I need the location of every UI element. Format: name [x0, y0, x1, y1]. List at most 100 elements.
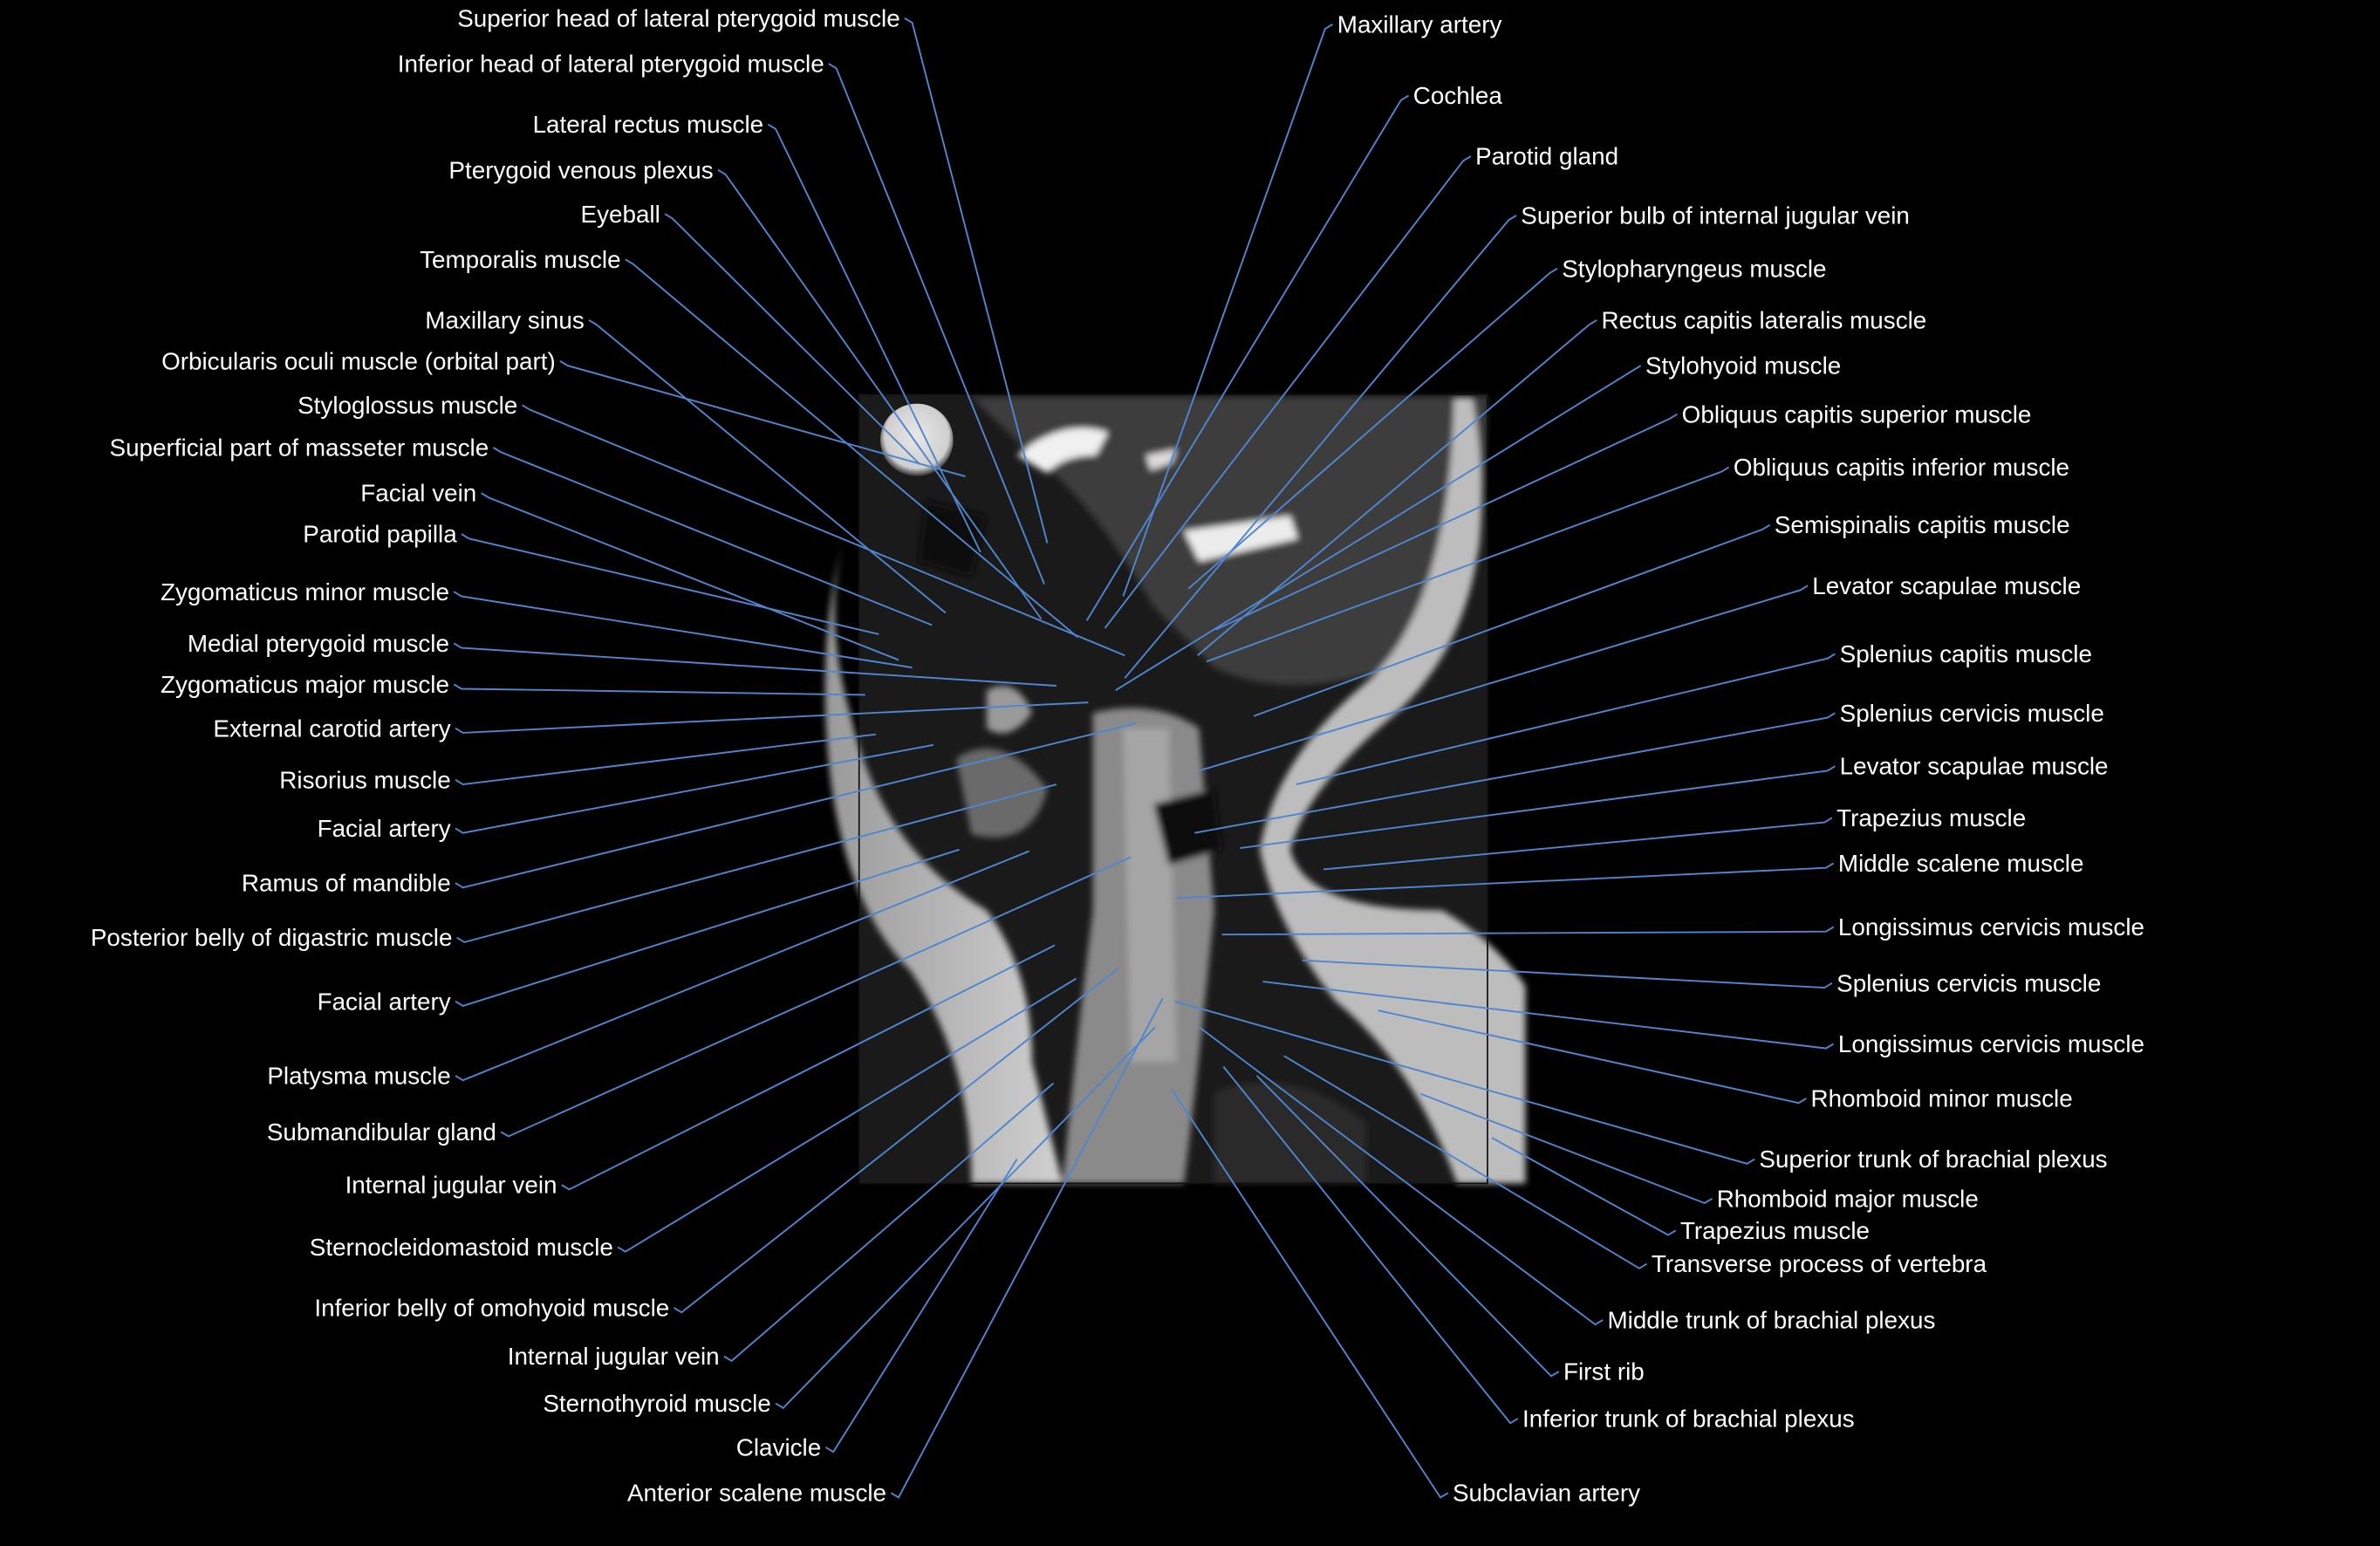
left-labels: Superior head of lateral pterygoid muscl…: [91, 4, 900, 1506]
label-first-rib: First rib: [1563, 1358, 1645, 1385]
label-trapezius-muscle: Trapezius muscle: [1836, 804, 2026, 831]
leader-line-cochlea: [1085, 94, 1410, 621]
leader-line-pterygoid-venous-plexus: [717, 168, 1043, 620]
leader-line-obliquus-capitis-superior-muscle: [1215, 413, 1678, 631]
label-internal-jugular-vein: Internal jugular vein: [508, 1343, 720, 1370]
leader-line-rectus-capitis-lateralis-muscle: [1197, 319, 1597, 656]
label-orbicularis-oculi-muscle-orbital-part: Orbicularis oculi muscle (orbital part): [161, 347, 556, 374]
label-superior-trunk-of-brachial-plexus: Superior trunk of brachial plexus: [1759, 1146, 2107, 1173]
label-middle-trunk-of-brachial-plexus: Middle trunk of brachial plexus: [1607, 1306, 1935, 1333]
leader-line-subclavian-artery: [1171, 1089, 1449, 1499]
label-zygomaticus-major-muscle: Zygomaticus major muscle: [161, 671, 449, 698]
label-external-carotid-artery: External carotid artery: [213, 715, 450, 742]
leader-line-facial-vein: [481, 492, 899, 661]
leader-line-levator-scapulae-muscle: [1199, 585, 1809, 772]
label-temporalis-muscle: Temporalis muscle: [420, 246, 620, 273]
label-levator-scapulae-muscle: Levator scapulae muscle: [1812, 572, 2081, 599]
leader-line-longissimus-cervicis-muscle: [1221, 926, 1835, 936]
leader-line-inferior-belly-of-omohyoid-muscle: [673, 967, 1119, 1314]
label-semispinalis-capitis-muscle: Semispinalis capitis muscle: [1775, 511, 2070, 538]
label-rhomboid-minor-muscle: Rhomboid minor muscle: [1811, 1085, 2073, 1112]
label-parotid-gland: Parotid gland: [1475, 143, 1618, 170]
leader-line-superficial-part-of-masseter-muscle: [492, 447, 933, 626]
label-eyeball: Eyeball: [581, 201, 660, 228]
label-splenius-capitis-muscle: Splenius capitis muscle: [1840, 640, 2092, 667]
leader-line-facial-artery: [455, 848, 960, 1007]
label-inferior-head-of-lateral-pterygoid-muscle: Inferior head of lateral pterygoid muscl…: [398, 51, 824, 78]
label-obliquus-capitis-superior-muscle: Obliquus capitis superior muscle: [1682, 400, 2032, 428]
leader-line-inferior-trunk-of-brachial-plexus: [1222, 1065, 1519, 1425]
right-leader-lines: [1085, 24, 1836, 1499]
label-longissimus-cervicis-muscle: Longissimus cervicis muscle: [1838, 913, 2144, 941]
leader-line-zygomaticus-minor-muscle: [453, 591, 913, 669]
leader-line-anterior-scalene-muscle: [890, 997, 1164, 1499]
label-facial-artery: Facial artery: [318, 988, 451, 1015]
leader-line-trapezius-muscle: [1323, 817, 1833, 871]
label-facial-vein: Facial vein: [360, 480, 476, 507]
leader-line-splenius-capitis-muscle: [1296, 653, 1836, 785]
leader-line-parotid-gland: [1104, 155, 1472, 629]
leader-line-superior-bulb-of-internal-jugular-vein: [1124, 215, 1517, 679]
label-maxillary-artery: Maxillary artery: [1337, 10, 1502, 38]
label-obliquus-capitis-inferior-muscle: Obliquus capitis inferior muscle: [1734, 454, 2069, 481]
label-superior-head-of-lateral-pterygoid-muscle: Superior head of lateral pterygoid muscl…: [457, 4, 899, 31]
leader-line-risorius-muscle: [455, 733, 876, 786]
label-submandibular-gland: Submandibular gland: [267, 1118, 496, 1146]
leader-line-sternocleidomastoid-muscle: [617, 977, 1077, 1253]
label-subclavian-artery: Subclavian artery: [1453, 1480, 1640, 1507]
label-facial-artery: Facial artery: [318, 815, 451, 842]
leader-line-internal-jugular-vein: [723, 1082, 1055, 1363]
label-inferior-trunk-of-brachial-plexus: Inferior trunk of brachial plexus: [1522, 1405, 1855, 1432]
leader-line-facial-artery: [455, 743, 934, 834]
leader-line-transverse-process-of-vertebra: [1283, 1055, 1648, 1269]
eyeball-shape: [880, 403, 954, 477]
leader-line-inferior-head-of-lateral-pterygoid-muscle: [828, 63, 1045, 585]
leader-line-orbicularis-oculi-muscle-orbital-part: [559, 360, 966, 477]
leader-line-splenius-cervicis-muscle: [1302, 959, 1833, 989]
leader-line-stylopharyngeus-muscle: [1187, 267, 1558, 590]
label-inferior-belly-of-omohyoid-muscle: Inferior belly of omohyoid muscle: [314, 1295, 669, 1322]
label-middle-scalene-muscle: Middle scalene muscle: [1838, 850, 2084, 877]
leader-line-levator-scapulae-muscle: [1240, 765, 1836, 850]
label-internal-jugular-vein: Internal jugular vein: [345, 1172, 557, 1199]
leader-line-clavicle: [824, 1159, 1018, 1454]
leader-line-lateral-rectus-muscle: [767, 123, 981, 553]
label-stylohyoid-muscle: Stylohyoid muscle: [1645, 352, 1841, 380]
label-posterior-belly-of-digastric-muscle: Posterior belly of digastric muscle: [91, 924, 453, 951]
leader-line-styloglossus-muscle: [521, 404, 1125, 657]
leader-line-zygomaticus-major-muscle: [453, 683, 865, 696]
leader-line-stylohyoid-muscle: [1115, 365, 1642, 692]
label-styloglossus-muscle: Styloglossus muscle: [298, 392, 517, 419]
label-ramus-of-mandible: Ramus of mandible: [242, 870, 451, 897]
label-risorius-muscle: Risorius muscle: [279, 766, 450, 793]
label-medial-pterygoid-muscle: Medial pterygoid muscle: [188, 630, 449, 657]
leader-line-submandibular-gland: [500, 856, 1132, 1138]
label-rectus-capitis-lateralis-muscle: Rectus capitis lateralis muscle: [1601, 306, 1926, 333]
leader-line-maxillary-artery: [1122, 24, 1334, 597]
leader-line-rhomboid-minor-muscle: [1378, 1009, 1807, 1105]
leader-line-longissimus-cervicis-muscle: [1262, 981, 1835, 1050]
leader-line-platysma-muscle: [455, 850, 1029, 1082]
label-lateral-rectus-muscle: Lateral rectus muscle: [533, 111, 764, 138]
label-splenius-cervicis-muscle: Splenius cervicis muscle: [1840, 700, 2104, 727]
leader-line-eyeball: [664, 213, 920, 465]
label-maxillary-sinus: Maxillary sinus: [425, 306, 585, 333]
left-leader-lines: [453, 17, 1164, 1499]
leader-line-internal-jugular-vein: [561, 944, 1056, 1191]
label-pterygoid-venous-plexus: Pterygoid venous plexus: [448, 156, 713, 183]
leader-line-ramus-of-mandible: [455, 722, 1136, 889]
leader-line-first-rib: [1255, 1075, 1560, 1378]
label-transverse-process-of-vertebra: Transverse process of vertebra: [1652, 1250, 1987, 1277]
label-sternothyroid-muscle: Sternothyroid muscle: [543, 1390, 770, 1417]
leader-line-trapezius-muscle: [1491, 1137, 1677, 1236]
label-splenius-cervicis-muscle: Splenius cervicis muscle: [1836, 969, 2101, 996]
label-superficial-part-of-masseter-muscle: Superficial part of masseter muscle: [110, 434, 489, 462]
label-clavicle: Clavicle: [736, 1434, 821, 1461]
leader-line-obliquus-capitis-inferior-muscle: [1206, 466, 1730, 663]
label-anterior-scalene-muscle: Anterior scalene muscle: [627, 1480, 886, 1507]
leader-line-superior-trunk-of-brachial-plexus: [1174, 1000, 1755, 1165]
label-longissimus-cervicis-muscle: Longissimus cervicis muscle: [1838, 1030, 2144, 1057]
leader-line-medial-pterygoid-muscle: [453, 642, 1057, 687]
